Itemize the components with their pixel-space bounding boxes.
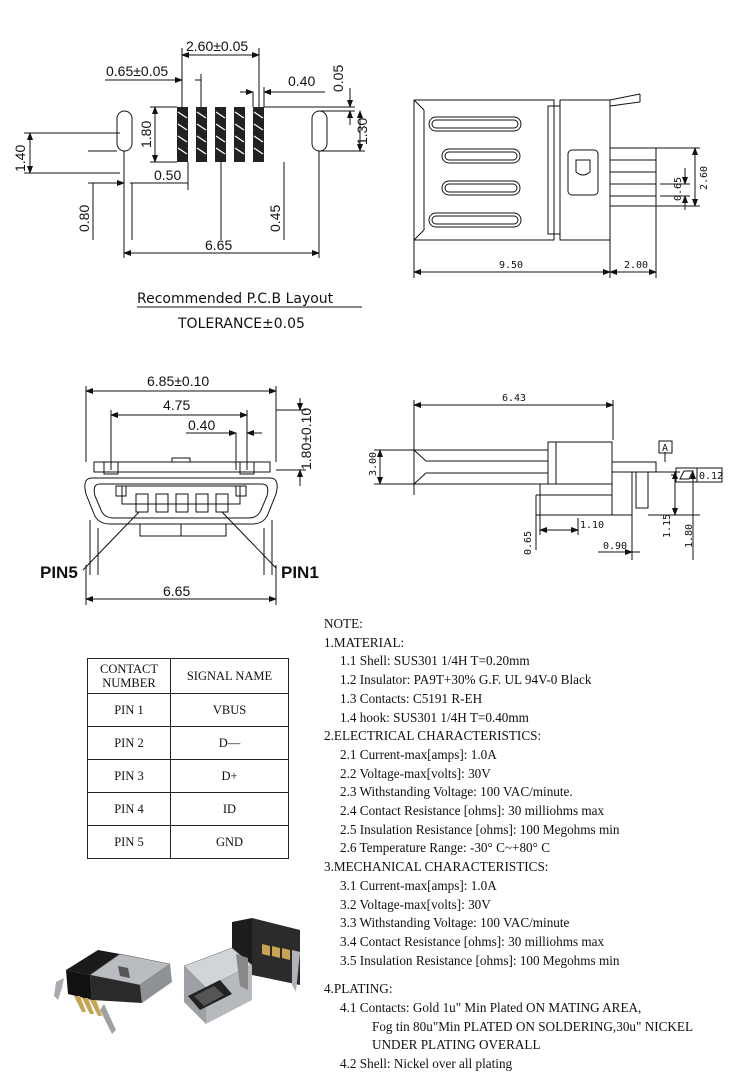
dim-pcb-pitch-total: 2.60±0.05 (186, 38, 248, 54)
note-line: 3.3 Withstanding Voltage: 100 VAC/minute (340, 915, 570, 931)
dim-pcb-total-width: 6.65 (205, 237, 232, 253)
product-photo-connector-left (54, 950, 172, 1034)
note-line: 2.6 Temperature Range: -30° C~+80° C (340, 840, 551, 856)
cell-pin: PIN 3 (87, 759, 171, 793)
note-line: 4.2 Shell: Nickel over all plating (340, 1056, 513, 1072)
note-line: Fog tin 80u"Min PLATED ON SOLDERING,30u"… (372, 1018, 694, 1034)
note-line: 3.5 Insulation Resistance [ohms]: 100 Me… (340, 952, 620, 968)
pcb-tolerance: TOLERANCE±0.05 (177, 316, 305, 332)
top-side-view-labels: 9.50 2.00 0.65 2.60 (499, 166, 710, 271)
cell-pin: PIN 1 (87, 693, 171, 727)
note-line: 2.2 Voltage-max[volts]: 30V (340, 765, 491, 781)
flatness-tolerance: 0.12 (699, 471, 723, 482)
pin-assignment-table: CONTACT NUMBER SIGNAL NAME PIN 1 VBUS PI… (87, 658, 289, 859)
header-contact-number: CONTACT NUMBER (87, 658, 171, 694)
note-line: 4.PLATING: (324, 981, 393, 997)
note-line: 3.2 Voltage-max[volts]: 30V (340, 896, 491, 912)
note-line: 1.MATERIAL: (324, 634, 405, 650)
label-pin5: PIN5 (40, 563, 78, 582)
dim-pcb-pad-length: 1.80 (138, 121, 154, 148)
table-row: PIN 4 ID (87, 792, 289, 826)
dim-side-height: 3.00 (368, 452, 379, 476)
dim-front-width: 6.85±0.10 (147, 373, 209, 389)
dim-side-total: 1.80 (684, 524, 695, 548)
pcb-layout-drawing (24, 48, 365, 258)
dim-side-leg: 1.15 (662, 514, 673, 538)
cell-signal: ID (170, 792, 289, 826)
label-pin1: PIN1 (281, 563, 319, 582)
pcb-pads (177, 107, 264, 162)
dim-side-foot: 0.90 (603, 541, 627, 552)
dim-front-gap: 0.40 (188, 417, 215, 433)
dim-pcb-offset: 0.05 (330, 65, 346, 92)
pcb-title: Recommended P.C.B Layout (137, 291, 334, 307)
dim-top-tail: 2.00 (624, 260, 648, 271)
datum-a: A (662, 443, 668, 454)
cell-signal: D— (170, 726, 289, 760)
cell-signal: GND (170, 825, 289, 859)
dim-top-span: 2.60 (699, 166, 710, 190)
pcb-slot-left (116, 110, 133, 152)
notes-lines: 1.MATERIAL: 1.1 Shell: SUS301 1/4H T=0.20… (324, 634, 744, 1074)
note-line: UNDER PLATING OVERALL (372, 1037, 541, 1053)
top-side-view-drawing (413, 93, 700, 278)
dim-side-step: 1.10 (580, 520, 604, 531)
dim-pcb-slot-height: 1.40 (12, 145, 28, 172)
header-signal-name: SIGNAL NAME (170, 658, 289, 694)
dim-side-length: 6.43 (502, 393, 526, 404)
note-line: 2.1 Current-max[amps]: 1.0A (340, 746, 497, 762)
dim-front-opening: 4.75 (163, 397, 190, 413)
note-line: 1.2 Insulator: PA9T+30% G.F. UL 94V-0 Bl… (340, 672, 592, 688)
cell-pin: PIN 4 (87, 792, 171, 826)
side-view-labels: 6.43 3.00 1.10 1.15 0.65 0.90 1.80 A 0.1… (368, 393, 723, 555)
note-line: 3.MECHANICAL CHARACTERISTICS: (324, 859, 549, 875)
product-photo-connector-right (183, 918, 300, 1024)
dim-pcb-pad-width: 0.40 (288, 73, 315, 89)
table-row: PIN 2 D— (87, 726, 289, 760)
table-row: PIN 3 D+ (87, 759, 289, 793)
front-view-drawing (82, 386, 306, 605)
dim-top-pitch: 0.65 (673, 177, 684, 201)
table-row: PIN 1 VBUS (87, 693, 289, 727)
dim-pcb-pad-pitch: 0.65±0.05 (106, 63, 168, 79)
dim-pcb-gap: 0.45 (267, 205, 283, 232)
cell-signal: VBUS (170, 693, 289, 727)
note-line: 1.4 hook: SUS301 1/4H T=0.40mm (340, 709, 529, 725)
notes-title: NOTE: (324, 616, 363, 631)
side-view-drawing (374, 400, 723, 560)
note-line: 3.1 Current-max[amps]: 1.0A (340, 877, 497, 893)
dim-top-length: 9.50 (499, 260, 523, 271)
note-line: 1.3 Contacts: C5191 R-EH (340, 690, 483, 706)
dim-front-height: 1.80±0.10 (298, 408, 314, 470)
dim-pcb-slot-width: 0.80 (76, 205, 92, 232)
note-line: 2.5 Insulation Resistance [ohms]: 100 Me… (340, 821, 620, 837)
dim-front-footprint: 6.65 (163, 583, 190, 599)
notes-spacer (324, 970, 744, 980)
notes-block: NOTE: 1.MATERIAL: 1.1 Shell: SUS301 1/4H … (324, 615, 744, 1074)
cell-signal: D+ (170, 759, 289, 793)
note-line: 2.ELECTRICAL CHARACTERISTICS: (324, 728, 542, 744)
cell-pin: PIN 5 (87, 825, 171, 859)
table-row: PIN 5 GND (87, 825, 289, 859)
table-header-row: CONTACT NUMBER SIGNAL NAME (87, 658, 289, 694)
note-line: 2.3 Withstanding Voltage: 100 VAC/minute… (340, 784, 573, 800)
note-line: 1.1 Shell: SUS301 1/4H T=0.20mm (340, 653, 530, 669)
dim-pcb-slot-offset: 0.50 (154, 167, 181, 183)
note-line: 3.4 Contact Resistance [ohms]: 30 millio… (340, 933, 605, 949)
note-line: 2.4 Contact Resistance [ohms]: 30 millio… (340, 803, 605, 819)
pcb-dimension-labels: 2.60±0.05 0.65±0.05 0.40 0.05 1.40 1.80 … (12, 38, 370, 332)
front-view-labels: 6.85±0.10 4.75 0.40 1.80±0.10 6.65 PIN5 … (40, 373, 319, 599)
pcb-slot-right (311, 110, 328, 152)
note-line: 4.1 Contacts: Gold 1u" Min Plated ON MAT… (340, 1000, 642, 1016)
dim-side-offset: 0.65 (523, 531, 534, 555)
cell-pin: PIN 2 (87, 726, 171, 760)
dim-pcb-slot-len: 1.30 (354, 118, 370, 145)
